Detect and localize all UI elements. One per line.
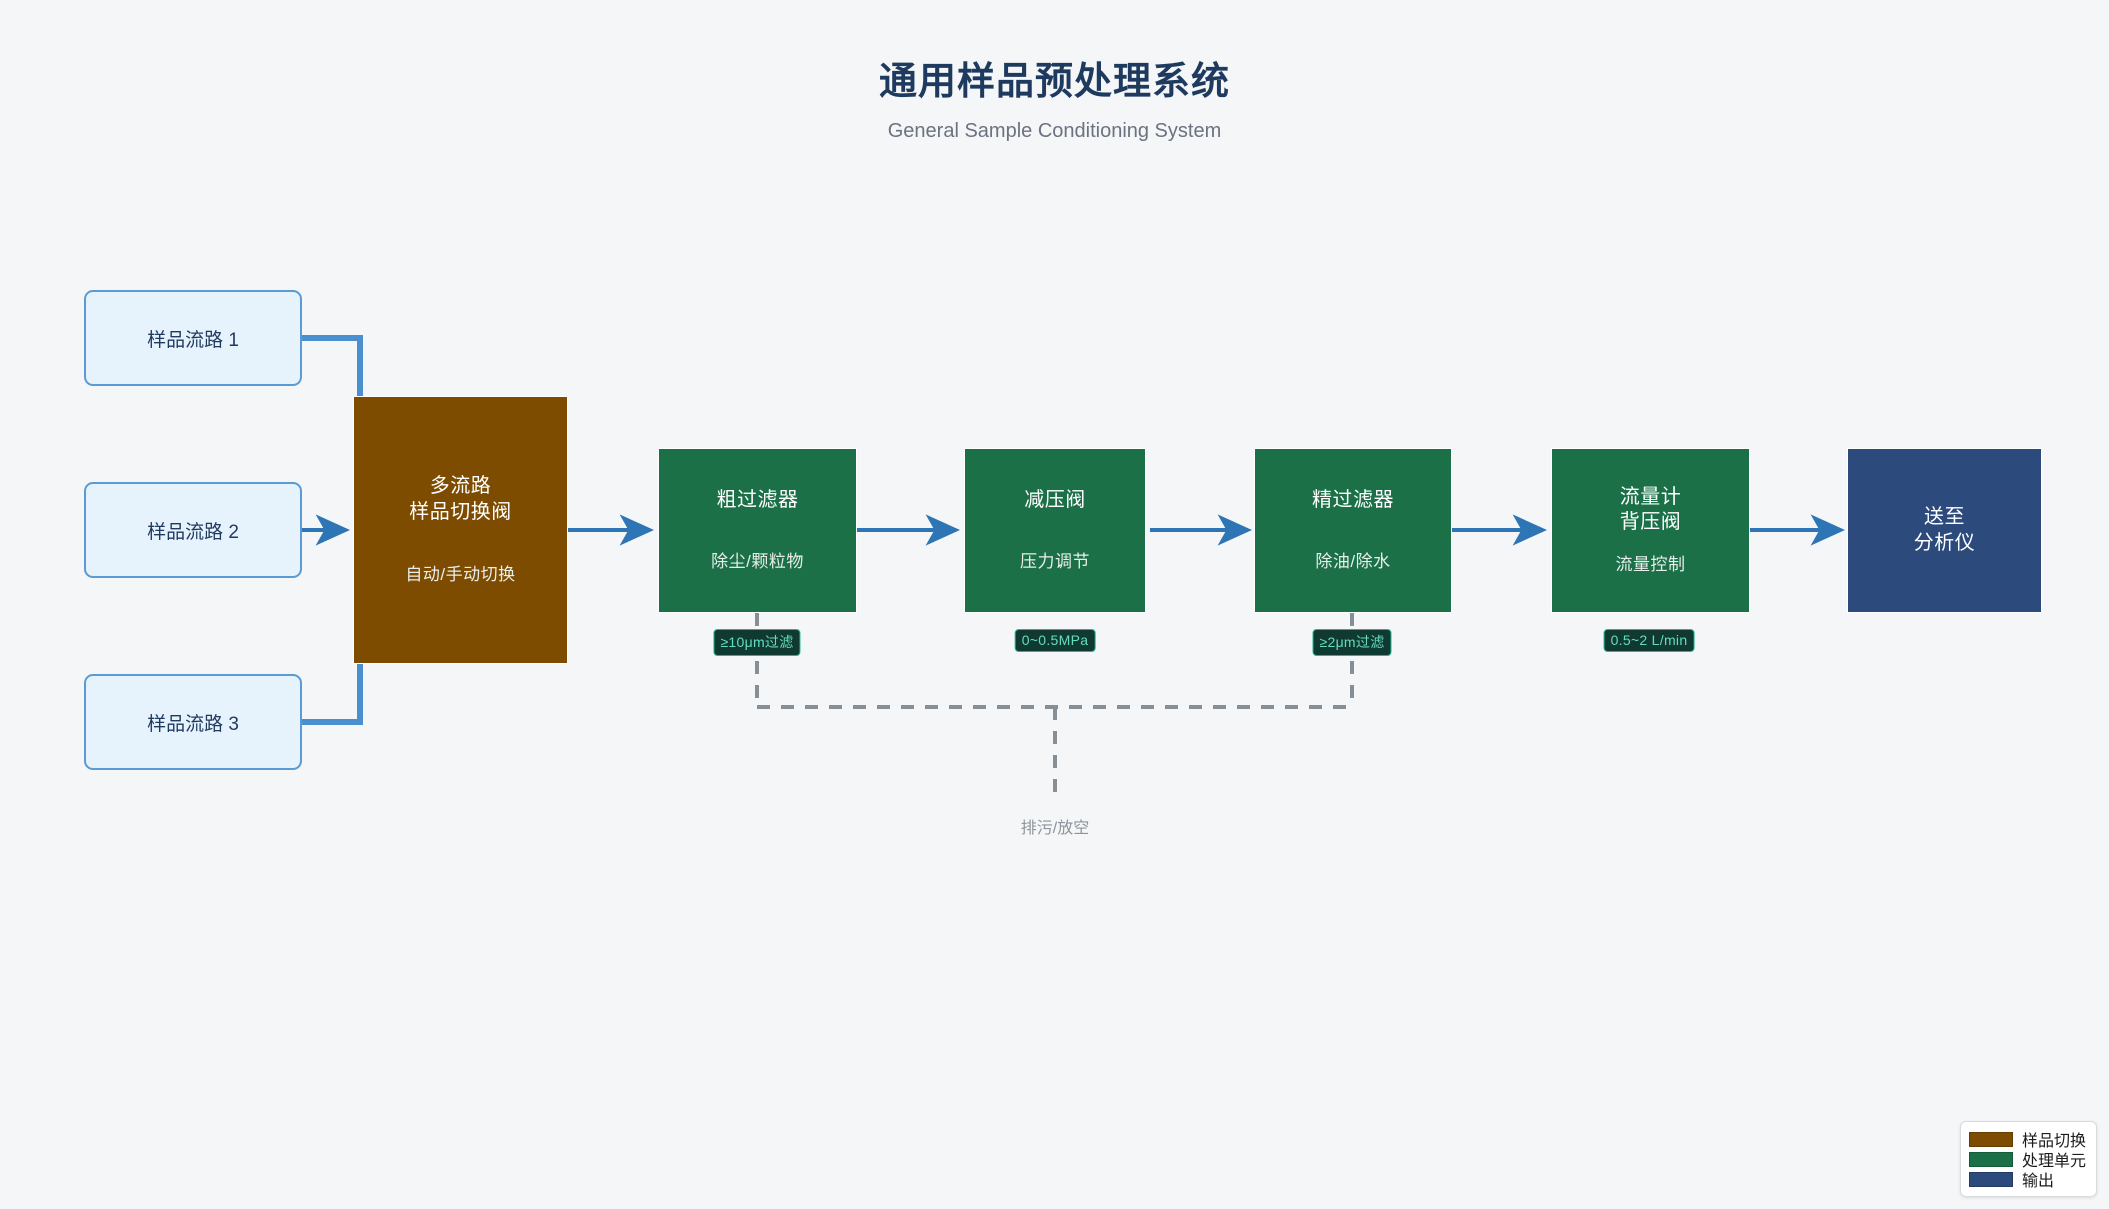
- node-title-line2: 分析仪: [1913, 531, 1976, 554]
- node-title-line1: 流量计: [1619, 485, 1682, 508]
- legend-swatch-sample-switch: [1968, 1131, 2013, 1147]
- legend-label: 样品切换: [2021, 1133, 2086, 1150]
- legend-swatch-process-unit: [1968, 1151, 2013, 1167]
- node-title: 送至 分析仪: [1914, 505, 1976, 556]
- legend-item-output: 输出: [1968, 1169, 2086, 1190]
- node-subtitle: 除尘/颗粒物: [711, 552, 804, 572]
- node-title: 减压阀: [1024, 488, 1086, 511]
- legend-item-sample-switch: 样品切换: [1968, 1129, 2086, 1150]
- node-title-line2: 背压阀: [1619, 511, 1682, 534]
- legend-label: 处理单元: [2021, 1153, 2086, 1170]
- legend-swatch-output: [1968, 1171, 2013, 1187]
- badge-fine-filter: ≥2μm过滤: [1312, 629, 1392, 656]
- node-coarse-filter[interactable]: 粗过滤器 除尘/颗粒物: [658, 448, 857, 613]
- page-title: 通用样品预处理系统: [878, 61, 1230, 103]
- node-subtitle: 压力调节: [1020, 552, 1090, 572]
- node-title: 精过滤器: [1312, 488, 1394, 511]
- node-label: 样品流路 2: [147, 521, 239, 543]
- node-send-to-analyzer[interactable]: 送至 分析仪: [1847, 448, 2042, 613]
- legend: 样品切换 处理单元 输出: [1959, 1121, 2097, 1197]
- node-label: 样品流路 3: [147, 713, 239, 735]
- node-title: 流量计 背压阀: [1620, 485, 1682, 536]
- legend-label: 输出: [2021, 1173, 2054, 1190]
- badge-coarse-filter: ≥10μm过滤: [713, 629, 801, 656]
- node-label: 样品流路 1: [147, 329, 239, 351]
- node-fine-filter[interactable]: 精过滤器 除油/除水: [1254, 448, 1452, 613]
- badge-pressure-reducing-valve: 0~0.5MPa: [1014, 629, 1096, 652]
- node-pressure-reducing-valve[interactable]: 减压阀 压力调节: [964, 448, 1146, 613]
- node-title-line1: 送至: [1924, 505, 1965, 528]
- drain-label: 排污/放空: [1020, 820, 1090, 837]
- node-subtitle: 流量控制: [1615, 555, 1686, 575]
- node-sample-switch-valve[interactable]: 多流路 样品切换阀 自动/手动切换: [353, 396, 568, 664]
- node-flowmeter-backpressure-valve[interactable]: 流量计 背压阀 流量控制: [1551, 448, 1750, 613]
- node-title: 粗过滤器: [716, 488, 799, 511]
- node-title: 多流路 样品切换阀: [409, 474, 512, 525]
- node-sample-line-3[interactable]: 样品流路 3: [84, 674, 302, 770]
- node-subtitle: 自动/手动切换: [405, 564, 516, 584]
- link-source1-valve: [302, 335, 363, 396]
- node-sample-line-1[interactable]: 样品流路 1: [84, 290, 302, 386]
- node-title-line2: 样品切换阀: [409, 500, 512, 523]
- node-sample-line-2[interactable]: 样品流路 2: [84, 482, 302, 578]
- badge-flowmeter-backpressure-valve: 0.5~2 L/min: [1603, 629, 1695, 652]
- node-title-line1: 多流路: [429, 475, 492, 498]
- legend-item-process-unit: 处理单元: [1968, 1149, 2086, 1170]
- page-subtitle: General Sample Conditioning System: [887, 120, 1222, 142]
- node-subtitle: 除油/除水: [1315, 552, 1391, 572]
- link-source3-valve: [302, 664, 363, 725]
